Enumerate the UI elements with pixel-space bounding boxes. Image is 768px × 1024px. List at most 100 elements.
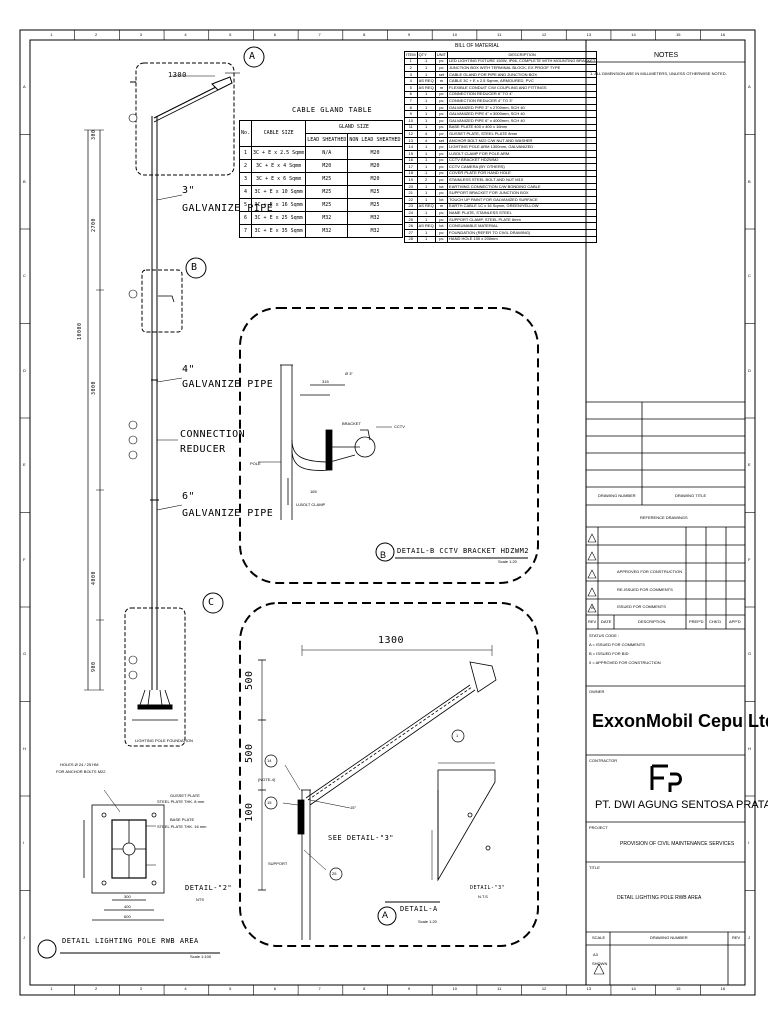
cable-gland-cell: 1	[238, 146, 253, 160]
detail-a-note-4: (NOTE-4)	[258, 777, 276, 782]
frame-row-label-left: C	[23, 273, 26, 279]
detail-b-label-bracket: BRACKET	[342, 421, 361, 426]
bom-cell: 1	[416, 189, 436, 198]
detail-a-dim-100: 100	[244, 802, 255, 822]
bom-cell: 10	[404, 116, 418, 125]
bom-cell: lot	[434, 182, 449, 191]
frame-column-label-bottom: 16	[720, 986, 726, 991]
bom-cell: pc	[434, 169, 449, 178]
frame-column-label-bottom: 6	[273, 986, 277, 991]
bom-cell: pc	[434, 156, 449, 165]
cable-gland-cell: 3C + E x 10 Sqmm	[251, 185, 307, 199]
bom-cell: AS REQ	[416, 83, 436, 92]
pipe3-size: 3"	[182, 185, 196, 196]
frame-column-label-bottom: 2	[95, 986, 98, 991]
bom-cell: 1	[416, 110, 436, 118]
frame-column-label-top: 9	[407, 32, 411, 37]
frame-column-label-top: 1	[50, 32, 53, 37]
cable-gland-cell: 3C + E x 4 Sqmm	[251, 159, 307, 173]
bom-cell: AS REQ	[416, 202, 436, 211]
bom-cell: 6	[404, 90, 418, 99]
frame-row-label-right: F	[748, 556, 751, 562]
ref-title: REFERENCE DRAWINGS	[640, 515, 688, 520]
frame-row-label-left: H	[23, 745, 26, 751]
frame-column-label-bottom: 12	[541, 986, 547, 991]
bom-cell: JUNCTION BOX WITH TERMINAL BLOCK, EX PRO…	[447, 64, 598, 72]
detail-2-label: DETAIL-"2"	[185, 884, 233, 892]
bom-cell: ANCHOR BOLT M22 C/W NUT AND WASHER	[447, 136, 598, 145]
title-label: TITLE	[589, 865, 600, 870]
detail-b-scale: Scale 1:20	[498, 559, 517, 564]
cable-gland-cell: 3C + E x 6 Sqmm	[251, 172, 307, 186]
pole-elevation	[84, 62, 240, 747]
bom-cell: lot	[434, 222, 449, 231]
ref-h-title: DRAWING TITLE	[675, 493, 707, 498]
pole-item-bubble	[128, 450, 138, 460]
cable-gland-cell: 4	[238, 185, 253, 199]
frame-row-label-right: D	[748, 367, 751, 373]
detail-b-dim-165: 165	[310, 489, 317, 494]
frame-column-label-bottom: 13	[586, 986, 592, 991]
footer-scale-label: SCALE	[592, 935, 606, 940]
bom-cell: 11	[404, 123, 418, 132]
rev-b-desc: RE-ISSUED FOR COMMENTS	[617, 587, 673, 592]
frame-row-label-left: D	[23, 367, 26, 373]
frame-row-label-right: E	[748, 462, 751, 468]
rev-h-chkd: CHK'D	[709, 619, 722, 624]
bom-cell: TOUCH UP PAINT FOR GALVANIZED SURFACE	[447, 196, 598, 204]
bom-cell: EARTH CABLE 1C x 16 Sqmm, GREEN/YELLOW	[447, 202, 598, 211]
base-note-1: BASE PLATE	[170, 817, 195, 822]
detail-a-bubble-14: 14	[267, 758, 272, 763]
bom-cell: 1	[416, 103, 436, 112]
callout-b-circle	[185, 257, 207, 279]
frame-column-label-top: 16	[720, 32, 726, 37]
bom-cell: 1	[416, 57, 436, 66]
frame-row-label-left: F	[23, 556, 26, 562]
bom-cell: set	[434, 70, 449, 79]
cable-gland-cell: 5	[238, 198, 253, 212]
cable-gland-cell: 6	[238, 211, 253, 225]
bom-cell: 19	[404, 176, 418, 184]
cable-gland-cell: M20	[347, 146, 403, 160]
callout-b: B	[191, 262, 198, 273]
bom-cell: 5	[404, 83, 418, 92]
bom-cell: pc	[434, 229, 449, 237]
frame-column-label-top: 12	[541, 32, 547, 37]
cable-gland-cell: M20	[305, 159, 349, 173]
bom-cell: LIGHTING POLE ARM 1300mm, GALVANIZED	[447, 143, 598, 151]
bom-cell: pc	[434, 235, 449, 244]
frame-column-label-top: 7	[318, 32, 321, 37]
detail-a-see-detail: SEE DETAIL-"3"	[328, 834, 395, 842]
bom-cell: 8	[404, 103, 418, 112]
bom-cell: pc	[434, 116, 449, 125]
footer-rev-label: REV	[732, 935, 741, 940]
bom-cell: FOUNDATION (REFER TO CIVIL DRAWING)	[447, 229, 598, 237]
status-a: A = ISSUED FOR COMMENTS	[589, 642, 645, 647]
bom-cell: CCTV BRACKET HDZWM2	[447, 156, 598, 165]
frame-column-label-bottom: 5	[229, 986, 232, 991]
frame-column-label-top: 11	[497, 32, 502, 37]
cable-gland-cell: M20	[347, 159, 403, 173]
frame-row-label-left: J	[23, 934, 25, 940]
bom-cell: pc	[434, 64, 449, 72]
bom-title: BILL OF MATERIAL	[455, 43, 500, 49]
cable-gland-cell: M32	[347, 224, 403, 238]
base-plate-detail	[83, 789, 165, 921]
pipe6-label: GALVANIZE PIPE	[182, 508, 274, 519]
frame-column-label-top: 8	[363, 32, 366, 37]
bom-cell: 1	[416, 163, 436, 171]
dim-900: 900	[91, 661, 97, 672]
project-label: PROJECT	[589, 825, 608, 830]
